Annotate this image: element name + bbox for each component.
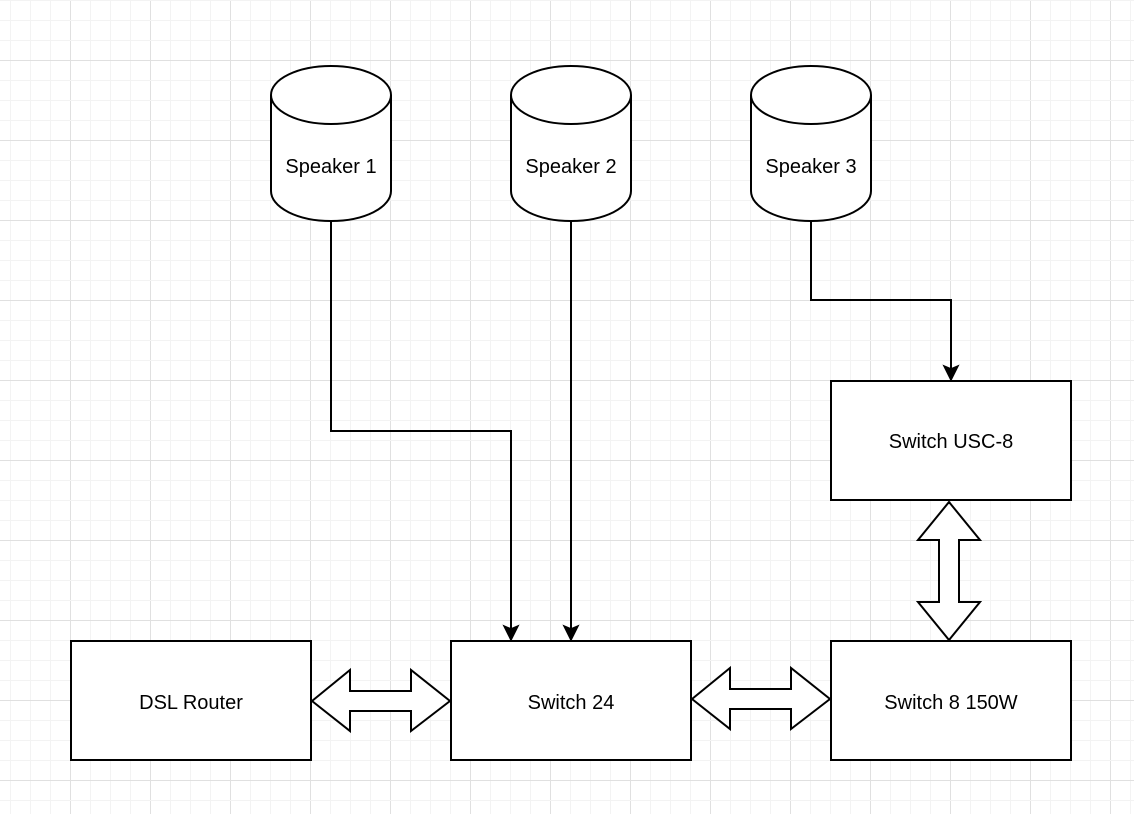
arrowhead-icon bbox=[502, 624, 520, 642]
node-label: Switch 24 bbox=[528, 692, 615, 714]
node-switch-8-150w[interactable]: Switch 8 150W bbox=[830, 640, 1072, 761]
arrowhead-icon bbox=[942, 364, 960, 382]
edge-speaker-1-to-switch-24[interactable] bbox=[330, 221, 520, 642]
node-label: Speaker 3 bbox=[765, 156, 856, 178]
node-speaker-3[interactable]: Speaker 3 bbox=[750, 65, 872, 222]
double-arrow-switch-24-switch-8-150w[interactable] bbox=[690, 665, 832, 732]
node-label: Switch USC-8 bbox=[889, 431, 1013, 453]
node-label: Speaker 1 bbox=[285, 156, 376, 178]
edge-speaker-3-to-switch-usc-8[interactable] bbox=[810, 221, 960, 382]
node-label: Switch 8 150W bbox=[884, 692, 1018, 714]
edge-speaker-2-to-switch-24[interactable] bbox=[562, 221, 580, 642]
arrowhead-icon bbox=[562, 624, 580, 642]
node-label: DSL Router bbox=[139, 692, 243, 714]
node-switch-24[interactable]: Switch 24 bbox=[450, 640, 692, 761]
node-speaker-2[interactable]: Speaker 2 bbox=[510, 65, 632, 222]
node-dsl-router[interactable]: DSL Router bbox=[70, 640, 312, 761]
node-speaker-1[interactable]: Speaker 1 bbox=[270, 65, 392, 222]
node-label: Speaker 2 bbox=[525, 156, 616, 178]
double-arrow-dsl-router-switch-24[interactable] bbox=[310, 667, 452, 734]
node-switch-usc-8[interactable]: Switch USC-8 bbox=[830, 380, 1072, 501]
